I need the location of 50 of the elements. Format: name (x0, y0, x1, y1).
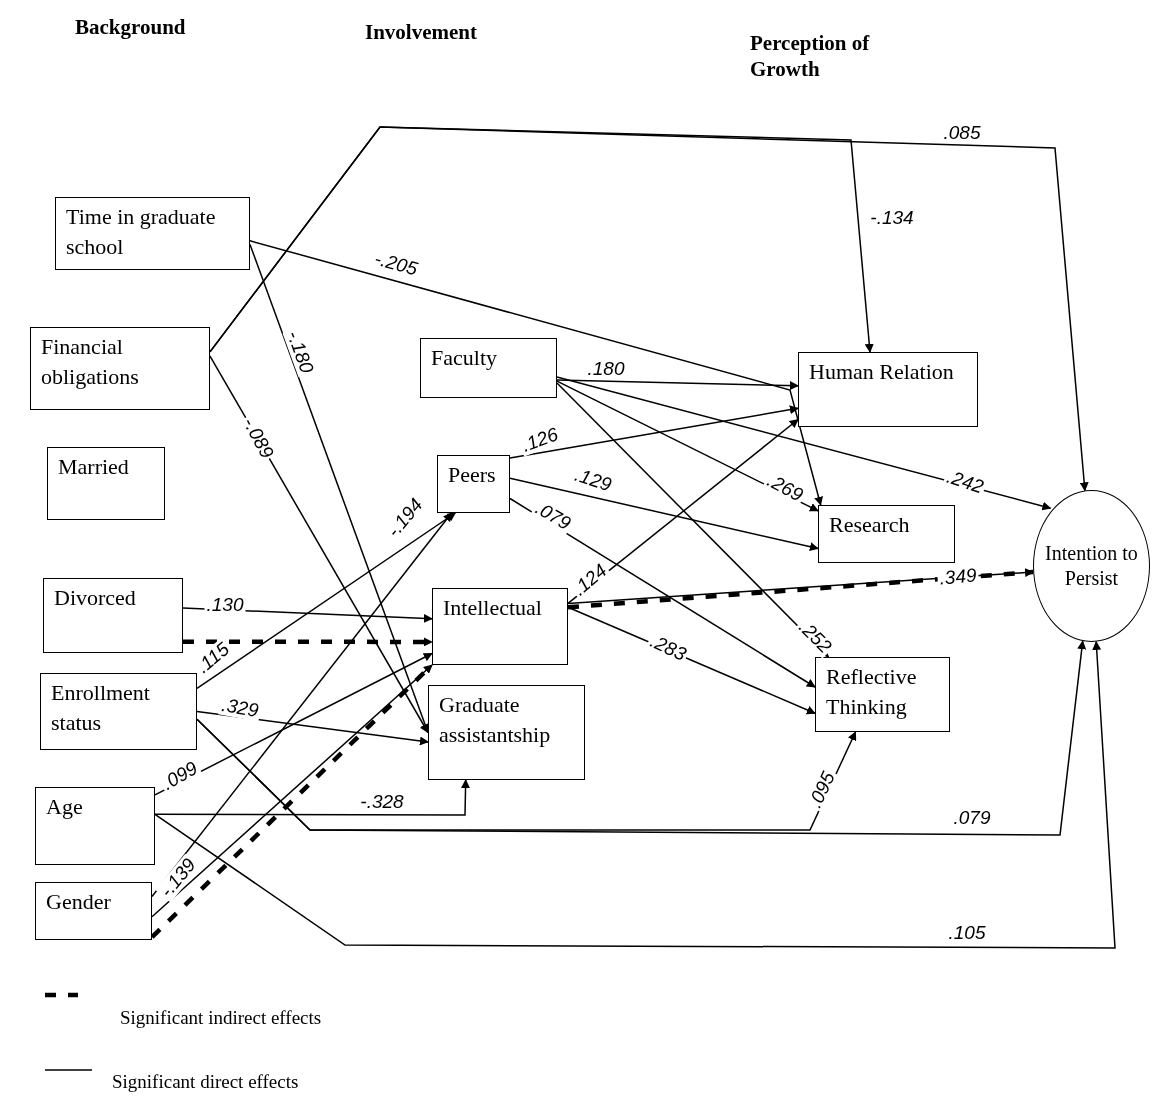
node-label: Research (829, 511, 911, 539)
variable-box (35, 787, 155, 865)
variable-box (47, 447, 165, 520)
node-label: Gender (46, 888, 112, 916)
variable-box (55, 197, 250, 270)
variable-box (35, 882, 152, 940)
variable-box (437, 455, 510, 513)
dashed-arrow (183, 637, 433, 647)
arrow (556, 382, 830, 658)
arrow (509, 497, 816, 688)
column-heading: Perception of Growth (750, 30, 871, 82)
variable-box (815, 657, 950, 732)
node-label: Reflective Thinking (826, 663, 918, 721)
edge-label: .130 (204, 595, 246, 615)
arrow (556, 379, 799, 391)
arrow (196, 512, 457, 690)
arrow (196, 718, 857, 831)
variable-box (428, 685, 585, 780)
arrow (556, 376, 1052, 511)
node-label: Age (46, 793, 84, 821)
arrow (154, 640, 1116, 949)
node-label: Faculty (431, 344, 498, 372)
arrow (249, 240, 823, 506)
variable-box (43, 578, 183, 653)
variable-box (30, 327, 210, 410)
node-label: Financial obligations (41, 333, 140, 391)
node-label: Married (58, 453, 130, 481)
variable-box (432, 588, 568, 665)
variable-box (798, 352, 978, 427)
arrow (509, 477, 819, 552)
node-label: Graduate assistantship (439, 691, 552, 749)
legend-label: Significant direct effects (112, 1070, 299, 1094)
column-heading: Background (75, 14, 187, 40)
arrow (509, 405, 799, 459)
arrow (209, 126, 874, 353)
variable-box (420, 338, 557, 398)
column-heading: Involvement (365, 19, 478, 45)
node-label: Time in graduate school (66, 203, 217, 261)
node-label: Intellectual (443, 594, 543, 622)
variable-box (818, 505, 955, 563)
variable-box (40, 673, 197, 750)
node-label: Intention to Persist (1044, 541, 1139, 591)
node-label: Human Relation (809, 358, 955, 386)
arrow (154, 779, 471, 816)
arrow (209, 355, 429, 734)
arrow (151, 512, 453, 898)
node-label: Peers (448, 461, 497, 489)
node-label: Enrollment status (51, 679, 151, 737)
legend-label: Significant indirect effects (120, 1006, 322, 1030)
node-label: Divorced (54, 584, 137, 612)
